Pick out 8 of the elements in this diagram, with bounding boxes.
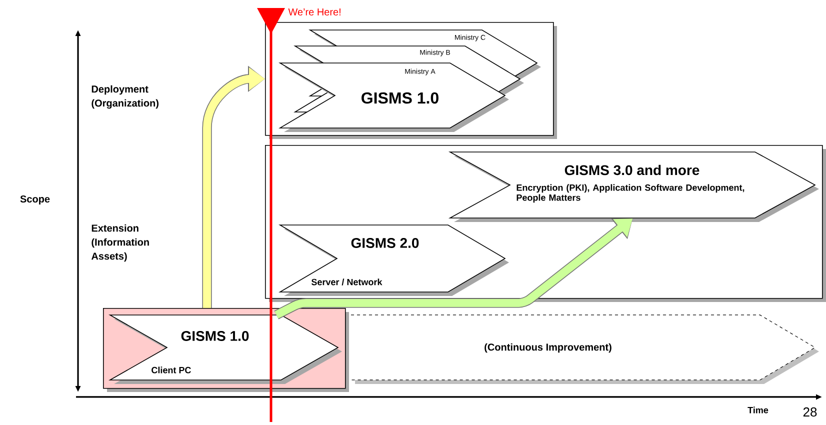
dashed-chevron: (Continuous Improvement) bbox=[350, 314, 819, 384]
axis-label: Time bbox=[748, 406, 768, 414]
marker-label: We’re Here! bbox=[288, 8, 340, 16]
scope-level-label: Deployment (Organization) bbox=[92, 85, 158, 109]
page-number: 28 bbox=[803, 407, 817, 417]
scope-level-label: Extension (Information Assets) bbox=[91, 224, 149, 262]
axis-label: Scope bbox=[20, 195, 50, 204]
node-label: (Continuous Improvement) bbox=[484, 343, 612, 353]
